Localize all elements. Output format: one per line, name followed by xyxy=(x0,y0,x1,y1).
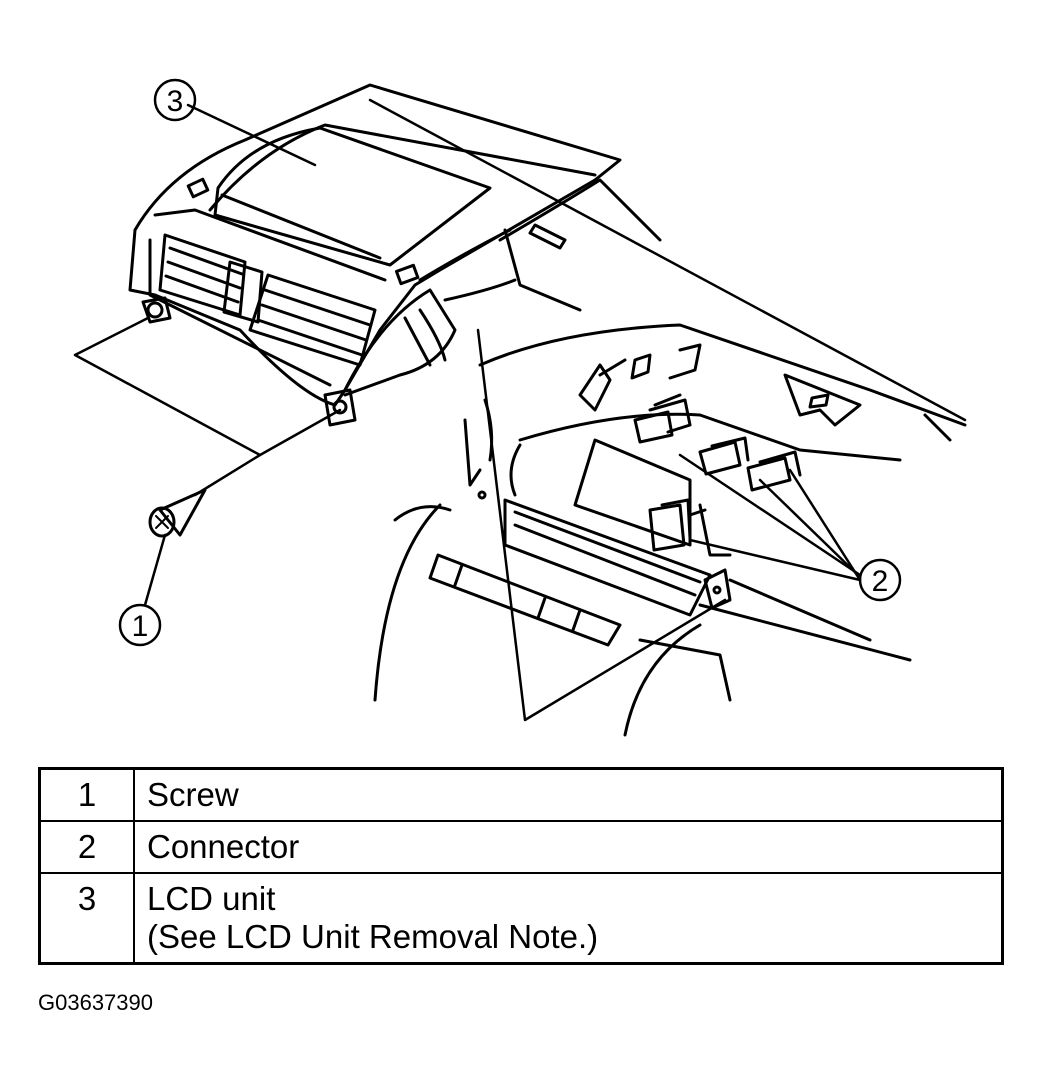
legend-number: 3 xyxy=(38,872,135,965)
legend-row: 3 LCD unit (See LCD Unit Removal Note.) xyxy=(38,872,1004,965)
callout-3: 3 xyxy=(153,78,197,122)
callout-1: 1 xyxy=(118,603,162,647)
legend-label: Screw xyxy=(133,767,1004,822)
legend-row: 2 Connector xyxy=(38,820,1004,874)
legend-row: 1 Screw xyxy=(38,767,1004,822)
callout-1-label: 1 xyxy=(132,610,149,643)
exploded-diagram: 3 1 2 xyxy=(73,78,967,737)
legend-label: LCD unit xyxy=(147,880,276,917)
instrument-panel xyxy=(373,178,967,737)
callout-2: 2 xyxy=(858,558,902,602)
figure-id: G03637390 xyxy=(38,990,153,1015)
legend-number: 1 xyxy=(38,767,135,822)
connectors xyxy=(633,393,802,552)
guide-lines xyxy=(73,98,967,722)
legend-label: Connector xyxy=(133,820,1004,874)
callout-3-label: 3 xyxy=(167,85,184,118)
legend-cell: LCD unit (See LCD Unit Removal Note.) xyxy=(133,872,1004,965)
screw-part xyxy=(148,488,207,538)
legend-number: 2 xyxy=(38,820,135,874)
callout-leaders xyxy=(143,103,862,607)
lcd-unit-bezel xyxy=(128,83,622,427)
legend-note: (See LCD Unit Removal Note.) xyxy=(147,918,599,955)
legend-table: 1 Screw 2 Connector 3 LCD unit (See LCD … xyxy=(38,767,1004,965)
callout-2-label: 2 xyxy=(872,565,889,598)
